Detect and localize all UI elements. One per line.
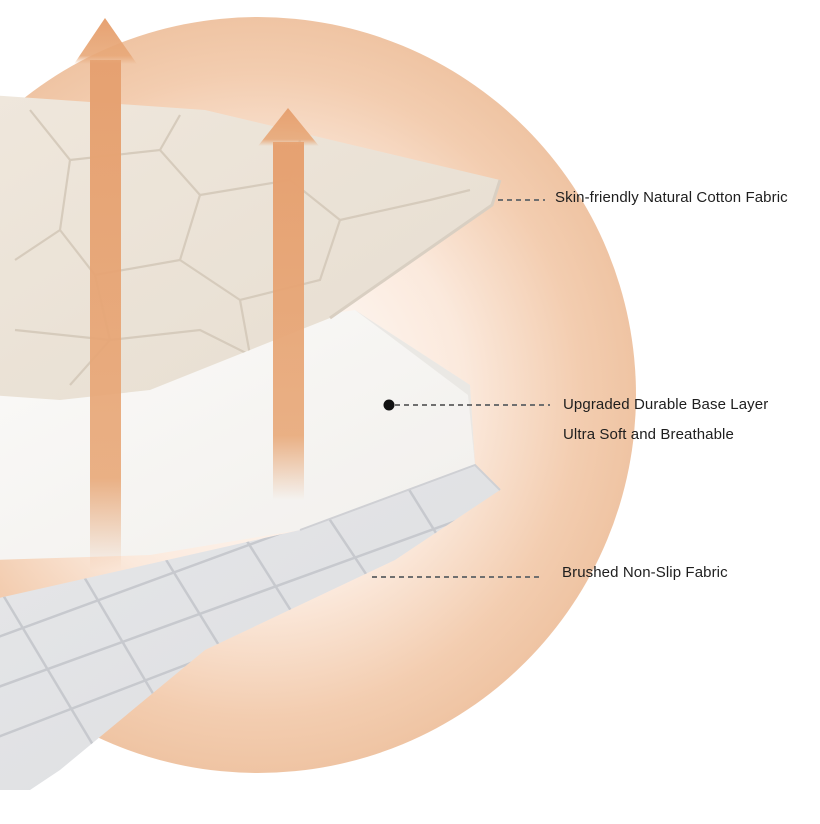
- label-middle-layer-sub: Ultra Soft and Breathable: [563, 426, 734, 443]
- label-middle-layer: Upgraded Durable Base Layer: [563, 396, 769, 413]
- label-top-layer: Skin-friendly Natural Cotton Fabric: [555, 189, 788, 206]
- breathability-arrow-left: [74, 18, 137, 570]
- leader-dot-middle: [383, 399, 395, 411]
- breathability-arrow-right: [258, 108, 319, 500]
- label-bottom-layer: Brushed Non-Slip Fabric: [562, 564, 728, 581]
